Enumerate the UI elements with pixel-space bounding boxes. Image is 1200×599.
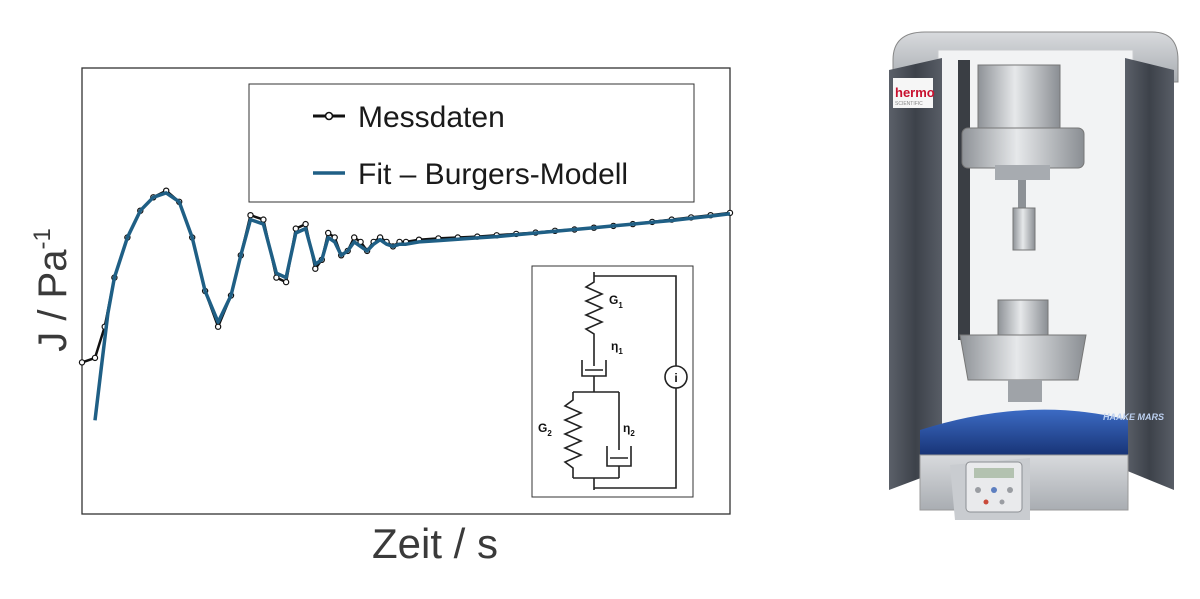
label-eta1: η1 xyxy=(611,339,623,356)
burgers-model-inset: i G1 η1 G2 η2 xyxy=(531,265,694,498)
device-button-2 xyxy=(991,487,997,493)
device-sample-holder xyxy=(997,299,1049,337)
device-rail xyxy=(958,60,970,340)
device-button-3 xyxy=(1007,487,1013,493)
data-point xyxy=(325,229,332,237)
device-button-1 xyxy=(975,487,981,493)
device-base-blue xyxy=(920,409,1128,460)
spring-g1 xyxy=(584,276,604,350)
device-left-column xyxy=(889,58,942,490)
device-stage xyxy=(959,334,1087,381)
device-shaft xyxy=(1018,180,1026,208)
dashpot-eta2 xyxy=(606,392,632,478)
device-stage-legs xyxy=(1008,380,1042,402)
device-button-4 xyxy=(983,499,989,505)
y-axis-label-superscript: -1 xyxy=(29,228,56,249)
data-point xyxy=(214,323,222,330)
data-point xyxy=(302,220,309,228)
device-head-plate xyxy=(961,127,1085,169)
data-point xyxy=(312,265,319,272)
kv-bottom-bar xyxy=(573,477,619,490)
device-display xyxy=(974,468,1014,478)
legend-box xyxy=(248,83,695,203)
source-circle xyxy=(664,365,688,389)
device-brand-top: hermo xyxy=(895,85,935,100)
legend-marker-messdaten xyxy=(324,111,334,121)
device-head-lower xyxy=(995,165,1050,180)
plot-frame xyxy=(81,67,731,515)
device-brand-badge xyxy=(893,78,933,108)
dashpot-eta1 xyxy=(581,350,607,392)
series-layer xyxy=(78,187,734,421)
device-right-column xyxy=(1125,58,1174,490)
data-point xyxy=(351,234,358,241)
device-brand-bottom: SCIENTIFIC xyxy=(895,101,923,107)
label-eta2: η2 xyxy=(623,421,635,438)
rheometer-device: hermo SCIENTIFIC HAAKE MARS xyxy=(889,31,1179,520)
label-g2: G2 xyxy=(538,421,552,438)
device-model-label: HAAKE MARS xyxy=(1103,412,1164,422)
x-axis-label: Zeit / s xyxy=(372,520,498,567)
legend-label-fit: Fit – Burgers-Modell xyxy=(358,158,628,191)
source-label: i xyxy=(674,371,677,385)
y-axis-label-main: J / Pa xyxy=(31,249,75,352)
data-point xyxy=(260,216,267,223)
data-point xyxy=(282,278,290,286)
label-g1: G1 xyxy=(609,293,623,310)
legend-label-messdaten: Messdaten xyxy=(358,101,505,134)
device-spindle xyxy=(1012,207,1036,251)
y-axis-label: J / Pa-1 xyxy=(29,228,75,352)
data-point xyxy=(91,354,99,362)
series-line-fit xyxy=(93,191,731,421)
spring-g2 xyxy=(563,392,583,478)
legend: Messdaten Fit – Burgers-Modell xyxy=(248,83,695,203)
data-point xyxy=(247,211,254,219)
device-motor-housing xyxy=(977,64,1061,136)
device-button-5 xyxy=(999,499,1005,505)
data-point xyxy=(78,359,86,366)
